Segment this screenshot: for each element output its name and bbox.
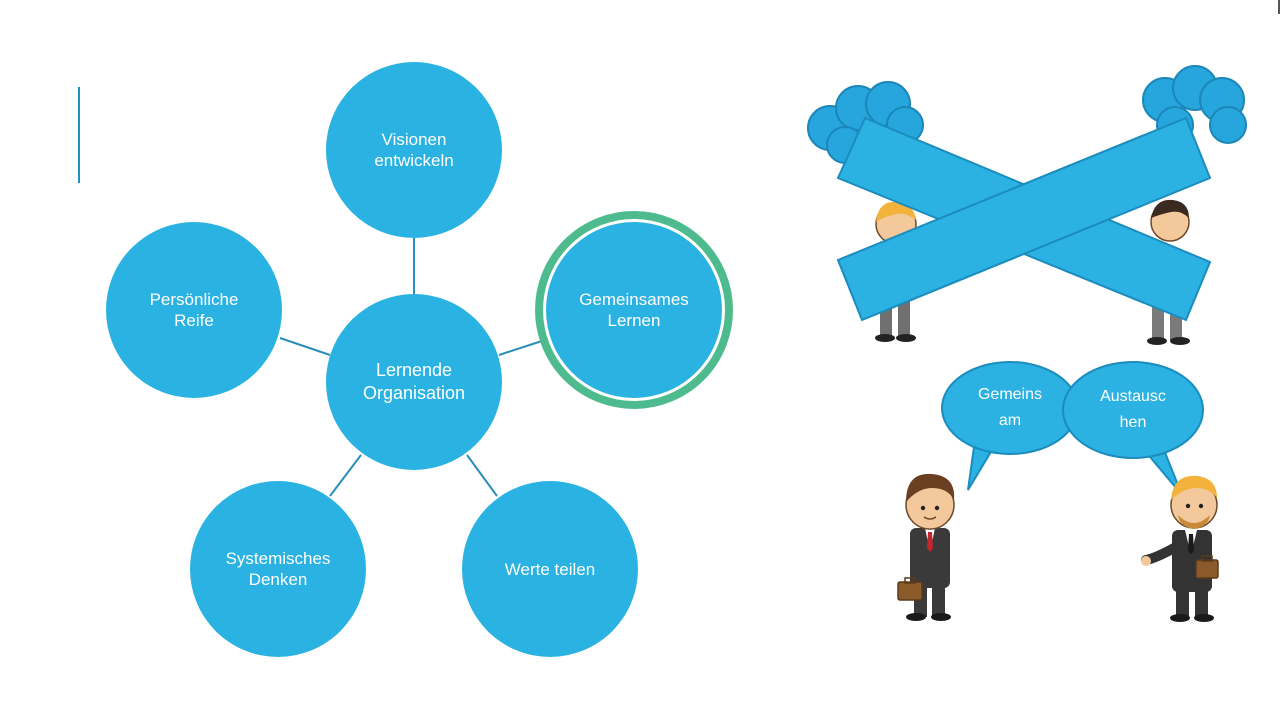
node-gemeinsames-lernen[interactable] — [546, 222, 722, 398]
speech-bubble-left — [941, 361, 1079, 491]
node-center[interactable] — [326, 294, 502, 470]
corner-mark — [1278, 0, 1280, 14]
connector-persoenliche-reife — [279, 337, 331, 356]
cross-icon — [836, 116, 1212, 322]
businessman-icon — [1141, 475, 1218, 622]
connector-gemeinsames-lernen — [498, 338, 549, 356]
accent-bar — [78, 87, 80, 183]
connectors — [279, 238, 549, 497]
node-systemisches-denken[interactable] — [190, 481, 366, 657]
connector-werte-teilen — [466, 454, 498, 497]
node-werte-teilen[interactable] — [462, 481, 638, 657]
briefcase-icon — [1195, 555, 1219, 579]
node-persoenliche-reife[interactable] — [106, 222, 282, 398]
briefcase-icon — [897, 577, 923, 601]
speech-bubble-right — [1062, 361, 1204, 496]
connector-systemisches-denken — [329, 454, 362, 497]
businessman-icon — [905, 473, 955, 621]
cloud-icon — [1142, 65, 1247, 144]
node-visionen[interactable] — [326, 62, 502, 238]
